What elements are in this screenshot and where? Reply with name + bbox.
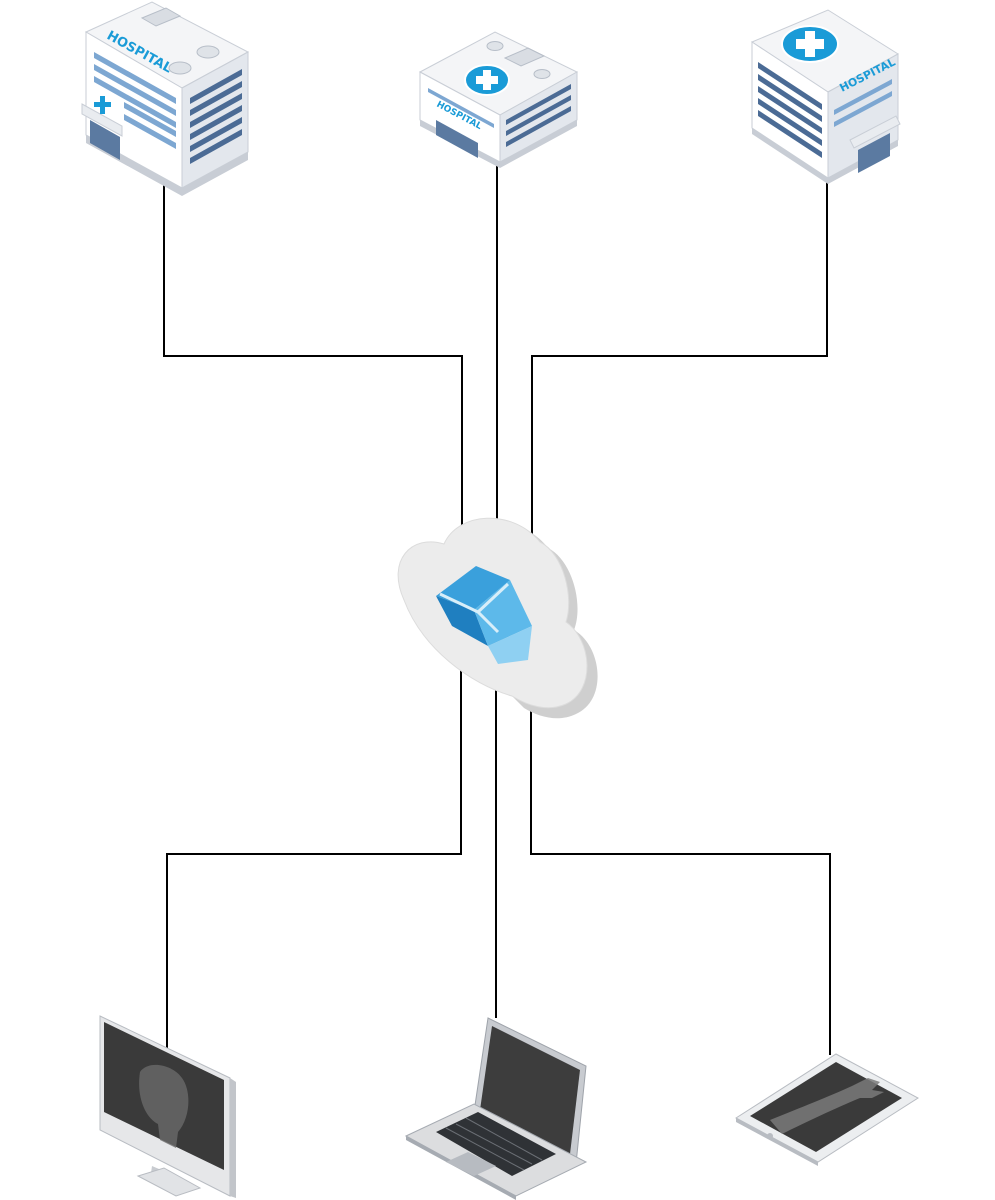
desktop-monitor-icon [99, 1015, 236, 1198]
laptop-icon [404, 1017, 588, 1200]
tablet-icon [735, 1053, 919, 1166]
hospital-right-icon: HOSPITAL [750, 9, 901, 184]
cloud-logo-icon [436, 566, 532, 664]
connector-hospital-left [163, 178, 463, 530]
connector-lines [163, 160, 831, 1055]
hospital-left-icon: HOSPITAL [81, 1, 250, 196]
cloud-hub [397, 517, 598, 719]
connector-desktop [166, 668, 462, 1050]
connector-tablet [530, 708, 831, 1055]
hospital-center-icon: HOSPITAL [418, 31, 579, 168]
connector-hospital-right [531, 170, 828, 540]
